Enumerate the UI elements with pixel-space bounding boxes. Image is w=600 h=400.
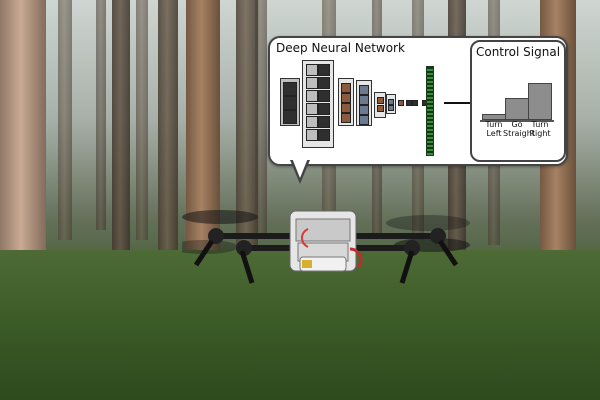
conv-layer-block (386, 94, 396, 114)
dnn-title: Deep Neural Network (276, 41, 405, 55)
motor (430, 228, 446, 244)
control-label: Turn Left (485, 120, 503, 138)
drone-arm (337, 233, 442, 239)
drone-electronics (295, 218, 351, 242)
feature-map-cell (341, 113, 351, 123)
network-callout: Deep Neural Network (268, 36, 568, 166)
network-input-block (280, 78, 300, 126)
feature-map-cell (306, 77, 318, 89)
tree-trunk (96, 0, 106, 230)
feature-map-cell (359, 95, 369, 105)
arrow-to-control (444, 97, 478, 109)
tree-trunk (136, 0, 148, 240)
conv-layer-block (302, 60, 334, 148)
feature-map-cell (318, 64, 330, 76)
wire (301, 228, 309, 248)
feature-map-cell (318, 90, 330, 102)
feature-map-cell (412, 100, 418, 106)
feature-map-cell (306, 129, 318, 141)
landing-leg (193, 239, 215, 267)
neural-network-diagram (276, 56, 440, 160)
rotor-blur (386, 215, 470, 231)
rotor-blur (182, 210, 258, 224)
feature-map-cell (306, 103, 318, 115)
tree-trunk (112, 0, 130, 270)
feature-map-cell (318, 103, 330, 115)
feature-map-cell (377, 105, 384, 112)
control-bar (505, 98, 529, 120)
control-title: Control Signal (475, 45, 561, 59)
feature-map-cell (283, 82, 297, 96)
feature-map-cell (388, 99, 394, 105)
feature-map-cell (377, 97, 384, 104)
forest-floor (0, 250, 600, 400)
feature-map-cell (398, 100, 404, 106)
feature-map-cell (306, 64, 318, 76)
feature-map-cell (318, 129, 330, 141)
landing-leg (399, 250, 415, 284)
feature-map-cell (318, 77, 330, 89)
wire (349, 247, 363, 269)
battery-label (302, 260, 312, 268)
tree-trunk (58, 0, 72, 240)
feature-map-cell (359, 85, 369, 95)
control-bar (528, 82, 552, 120)
feature-map-cell (318, 116, 330, 128)
callout-tail-inner (292, 158, 308, 178)
landing-leg (239, 250, 255, 284)
quadcopter-drone (182, 210, 470, 284)
feature-map-cell (359, 115, 369, 125)
tree-trunk (158, 0, 178, 260)
feature-map-cell (341, 83, 351, 93)
chart-baseline (480, 120, 554, 122)
conv-layer-block (338, 78, 354, 126)
motor (208, 228, 224, 244)
feature-map-cell (388, 105, 394, 111)
conv-layer-block (356, 80, 372, 126)
fully-connected-layer (426, 66, 434, 156)
control-label: Turn Right (529, 120, 551, 138)
feature-map-cell (359, 105, 369, 115)
feature-map-cell (341, 93, 351, 103)
conv-layer-block (374, 92, 386, 118)
feature-map-cell (306, 116, 318, 128)
feature-map-cell (283, 96, 297, 110)
feature-map-cell (341, 103, 351, 113)
landing-leg (437, 239, 459, 267)
control-label: Go Straight (503, 120, 535, 138)
feature-map-cell (306, 90, 318, 102)
tree-trunk (236, 0, 258, 270)
feature-map-cell (283, 110, 297, 124)
feature-map-cell (406, 100, 412, 106)
motor (404, 240, 420, 256)
tree-trunk (255, 0, 267, 235)
